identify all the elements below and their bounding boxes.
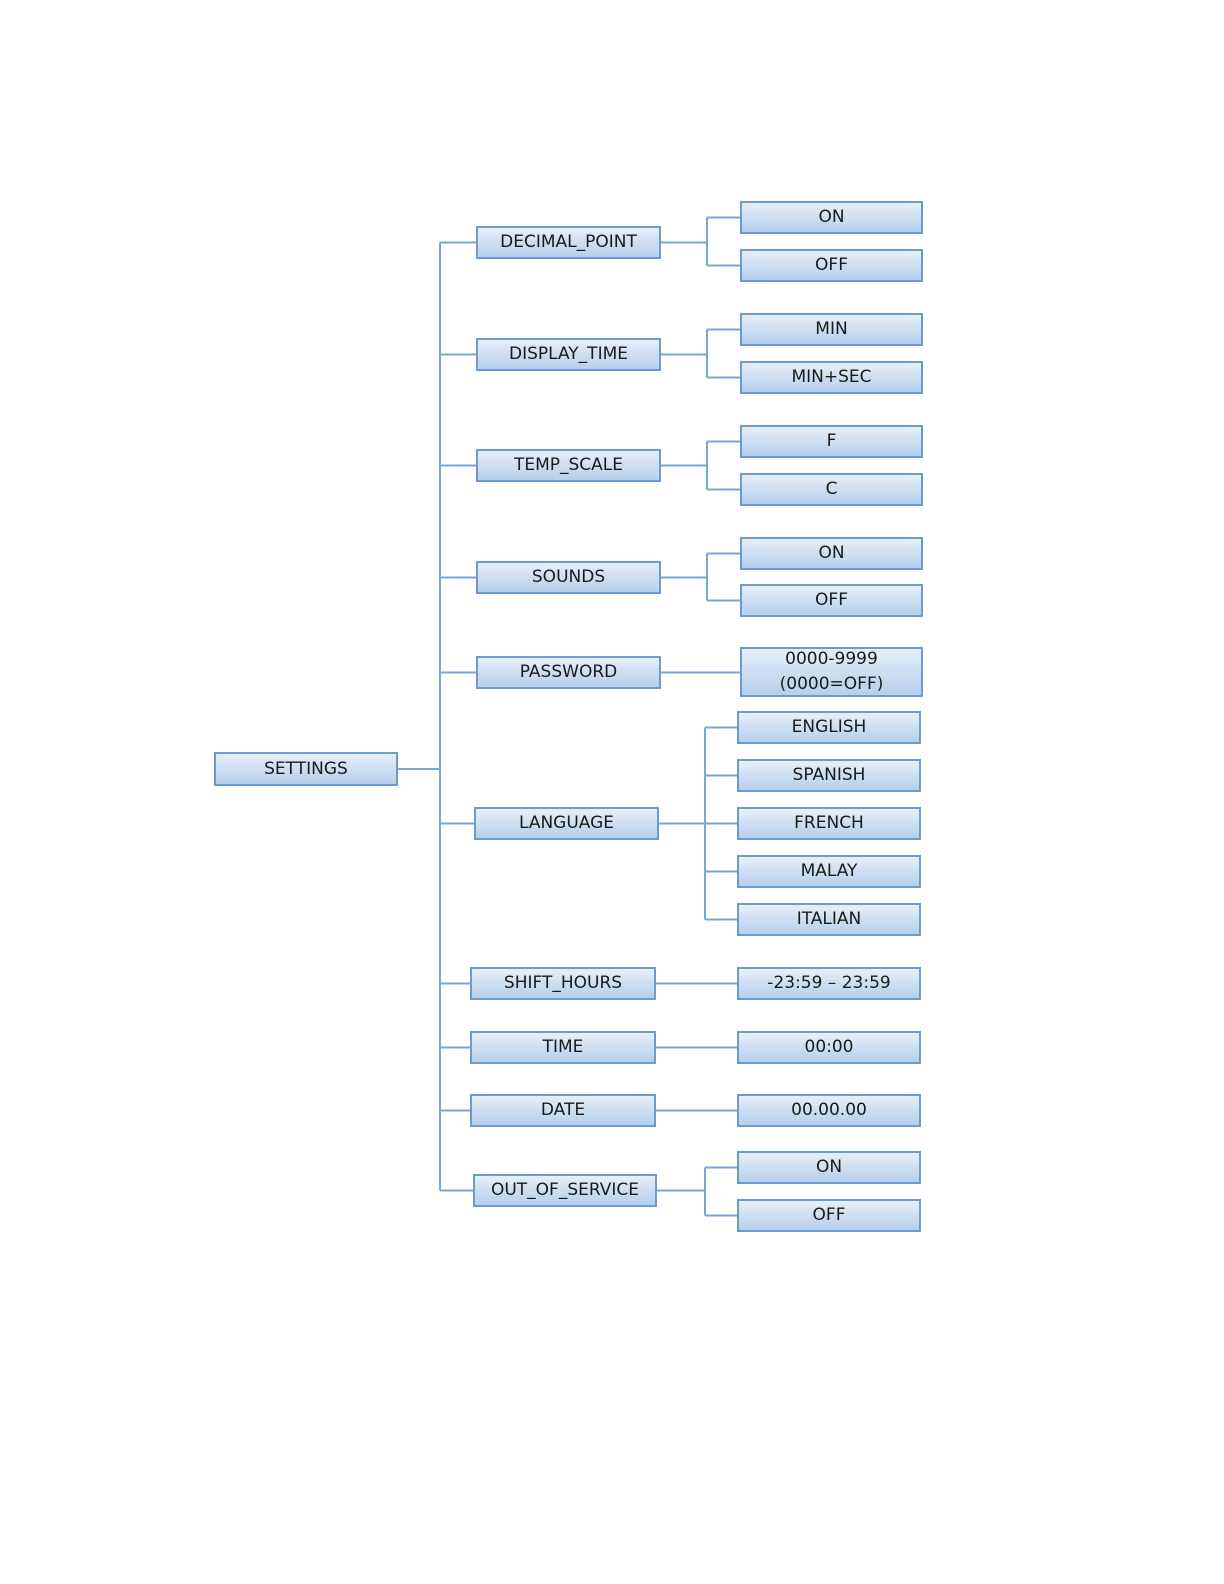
node-label: PASSWORD bbox=[520, 660, 617, 685]
option-node-language-french: FRENCH bbox=[737, 807, 921, 840]
node-label: (0000=OFF) bbox=[780, 672, 884, 697]
node-label: F bbox=[827, 429, 837, 454]
node-label: LANGUAGE bbox=[519, 811, 614, 836]
node-label: TEMP_SCALE bbox=[514, 453, 623, 478]
node-label: SHIFT_HOURS bbox=[504, 971, 622, 996]
node-label: C bbox=[826, 477, 838, 502]
node-label: MALAY bbox=[801, 859, 858, 884]
option-node-sounds-off: OFF bbox=[740, 584, 923, 617]
category-node-date: DATE bbox=[470, 1094, 656, 1127]
option-node-language-italian: ITALIAN bbox=[737, 903, 921, 936]
node-label: OFF bbox=[815, 588, 848, 613]
node-label: MIN+SEC bbox=[791, 365, 871, 390]
category-node-password: PASSWORD bbox=[476, 656, 661, 689]
settings-root-node: SETTINGS bbox=[214, 752, 398, 786]
node-label: 00:00 bbox=[805, 1035, 854, 1060]
node-label: OFF bbox=[813, 1203, 846, 1228]
category-node-out-of-service: OUT_OF_SERVICE bbox=[473, 1174, 657, 1207]
node-label: 0000-9999 bbox=[785, 647, 878, 672]
category-node-decimal-point: DECIMAL_POINT bbox=[476, 226, 661, 259]
node-label: 00.00.00 bbox=[791, 1098, 867, 1123]
node-label: SPANISH bbox=[793, 763, 866, 788]
category-node-language: LANGUAGE bbox=[474, 807, 659, 840]
node-label: DATE bbox=[541, 1098, 585, 1123]
node-label: ENGLISH bbox=[792, 715, 867, 740]
node-label: DECIMAL_POINT bbox=[500, 230, 637, 255]
option-node-temp-scale-f: F bbox=[740, 425, 923, 458]
option-node-language-english: ENGLISH bbox=[737, 711, 921, 744]
option-node-temp-scale-c: C bbox=[740, 473, 923, 506]
node-label: ON bbox=[816, 1155, 842, 1180]
node-label: MIN bbox=[815, 317, 847, 342]
option-node-time-00-00: 00:00 bbox=[737, 1031, 921, 1064]
option-node-shift-hours-23-59-23-59: -23:59 – 23:59 bbox=[737, 967, 921, 1000]
option-node-decimal-point-off: OFF bbox=[740, 249, 923, 282]
option-node-out-of-service-off: OFF bbox=[737, 1199, 921, 1232]
option-node-display-time-min: MIN bbox=[740, 313, 923, 346]
settings-root-label: SETTINGS bbox=[264, 757, 348, 782]
option-node-date-00-00-00: 00.00.00 bbox=[737, 1094, 921, 1127]
node-label: ON bbox=[818, 205, 844, 230]
node-label: DISPLAY_TIME bbox=[509, 342, 628, 367]
category-node-temp-scale: TEMP_SCALE bbox=[476, 449, 661, 482]
node-label: TIME bbox=[543, 1035, 584, 1060]
node-label: SOUNDS bbox=[532, 565, 605, 590]
option-node-language-spanish: SPANISH bbox=[737, 759, 921, 792]
category-node-shift-hours: SHIFT_HOURS bbox=[470, 967, 656, 1000]
node-label: OUT_OF_SERVICE bbox=[491, 1178, 639, 1203]
option-node-password-0000-9999: 0000-9999(0000=OFF) bbox=[740, 647, 923, 697]
option-node-out-of-service-on: ON bbox=[737, 1151, 921, 1184]
option-node-decimal-point-on: ON bbox=[740, 201, 923, 234]
option-node-language-malay: MALAY bbox=[737, 855, 921, 888]
category-node-sounds: SOUNDS bbox=[476, 561, 661, 594]
node-label: ON bbox=[818, 541, 844, 566]
node-label: -23:59 – 23:59 bbox=[767, 971, 890, 996]
option-node-display-time-min-sec: MIN+SEC bbox=[740, 361, 923, 394]
node-label: OFF bbox=[815, 253, 848, 278]
option-node-sounds-on: ON bbox=[740, 537, 923, 570]
category-node-display-time: DISPLAY_TIME bbox=[476, 338, 661, 371]
category-node-time: TIME bbox=[470, 1031, 656, 1064]
node-label: FRENCH bbox=[794, 811, 864, 836]
node-label: ITALIAN bbox=[797, 907, 862, 932]
